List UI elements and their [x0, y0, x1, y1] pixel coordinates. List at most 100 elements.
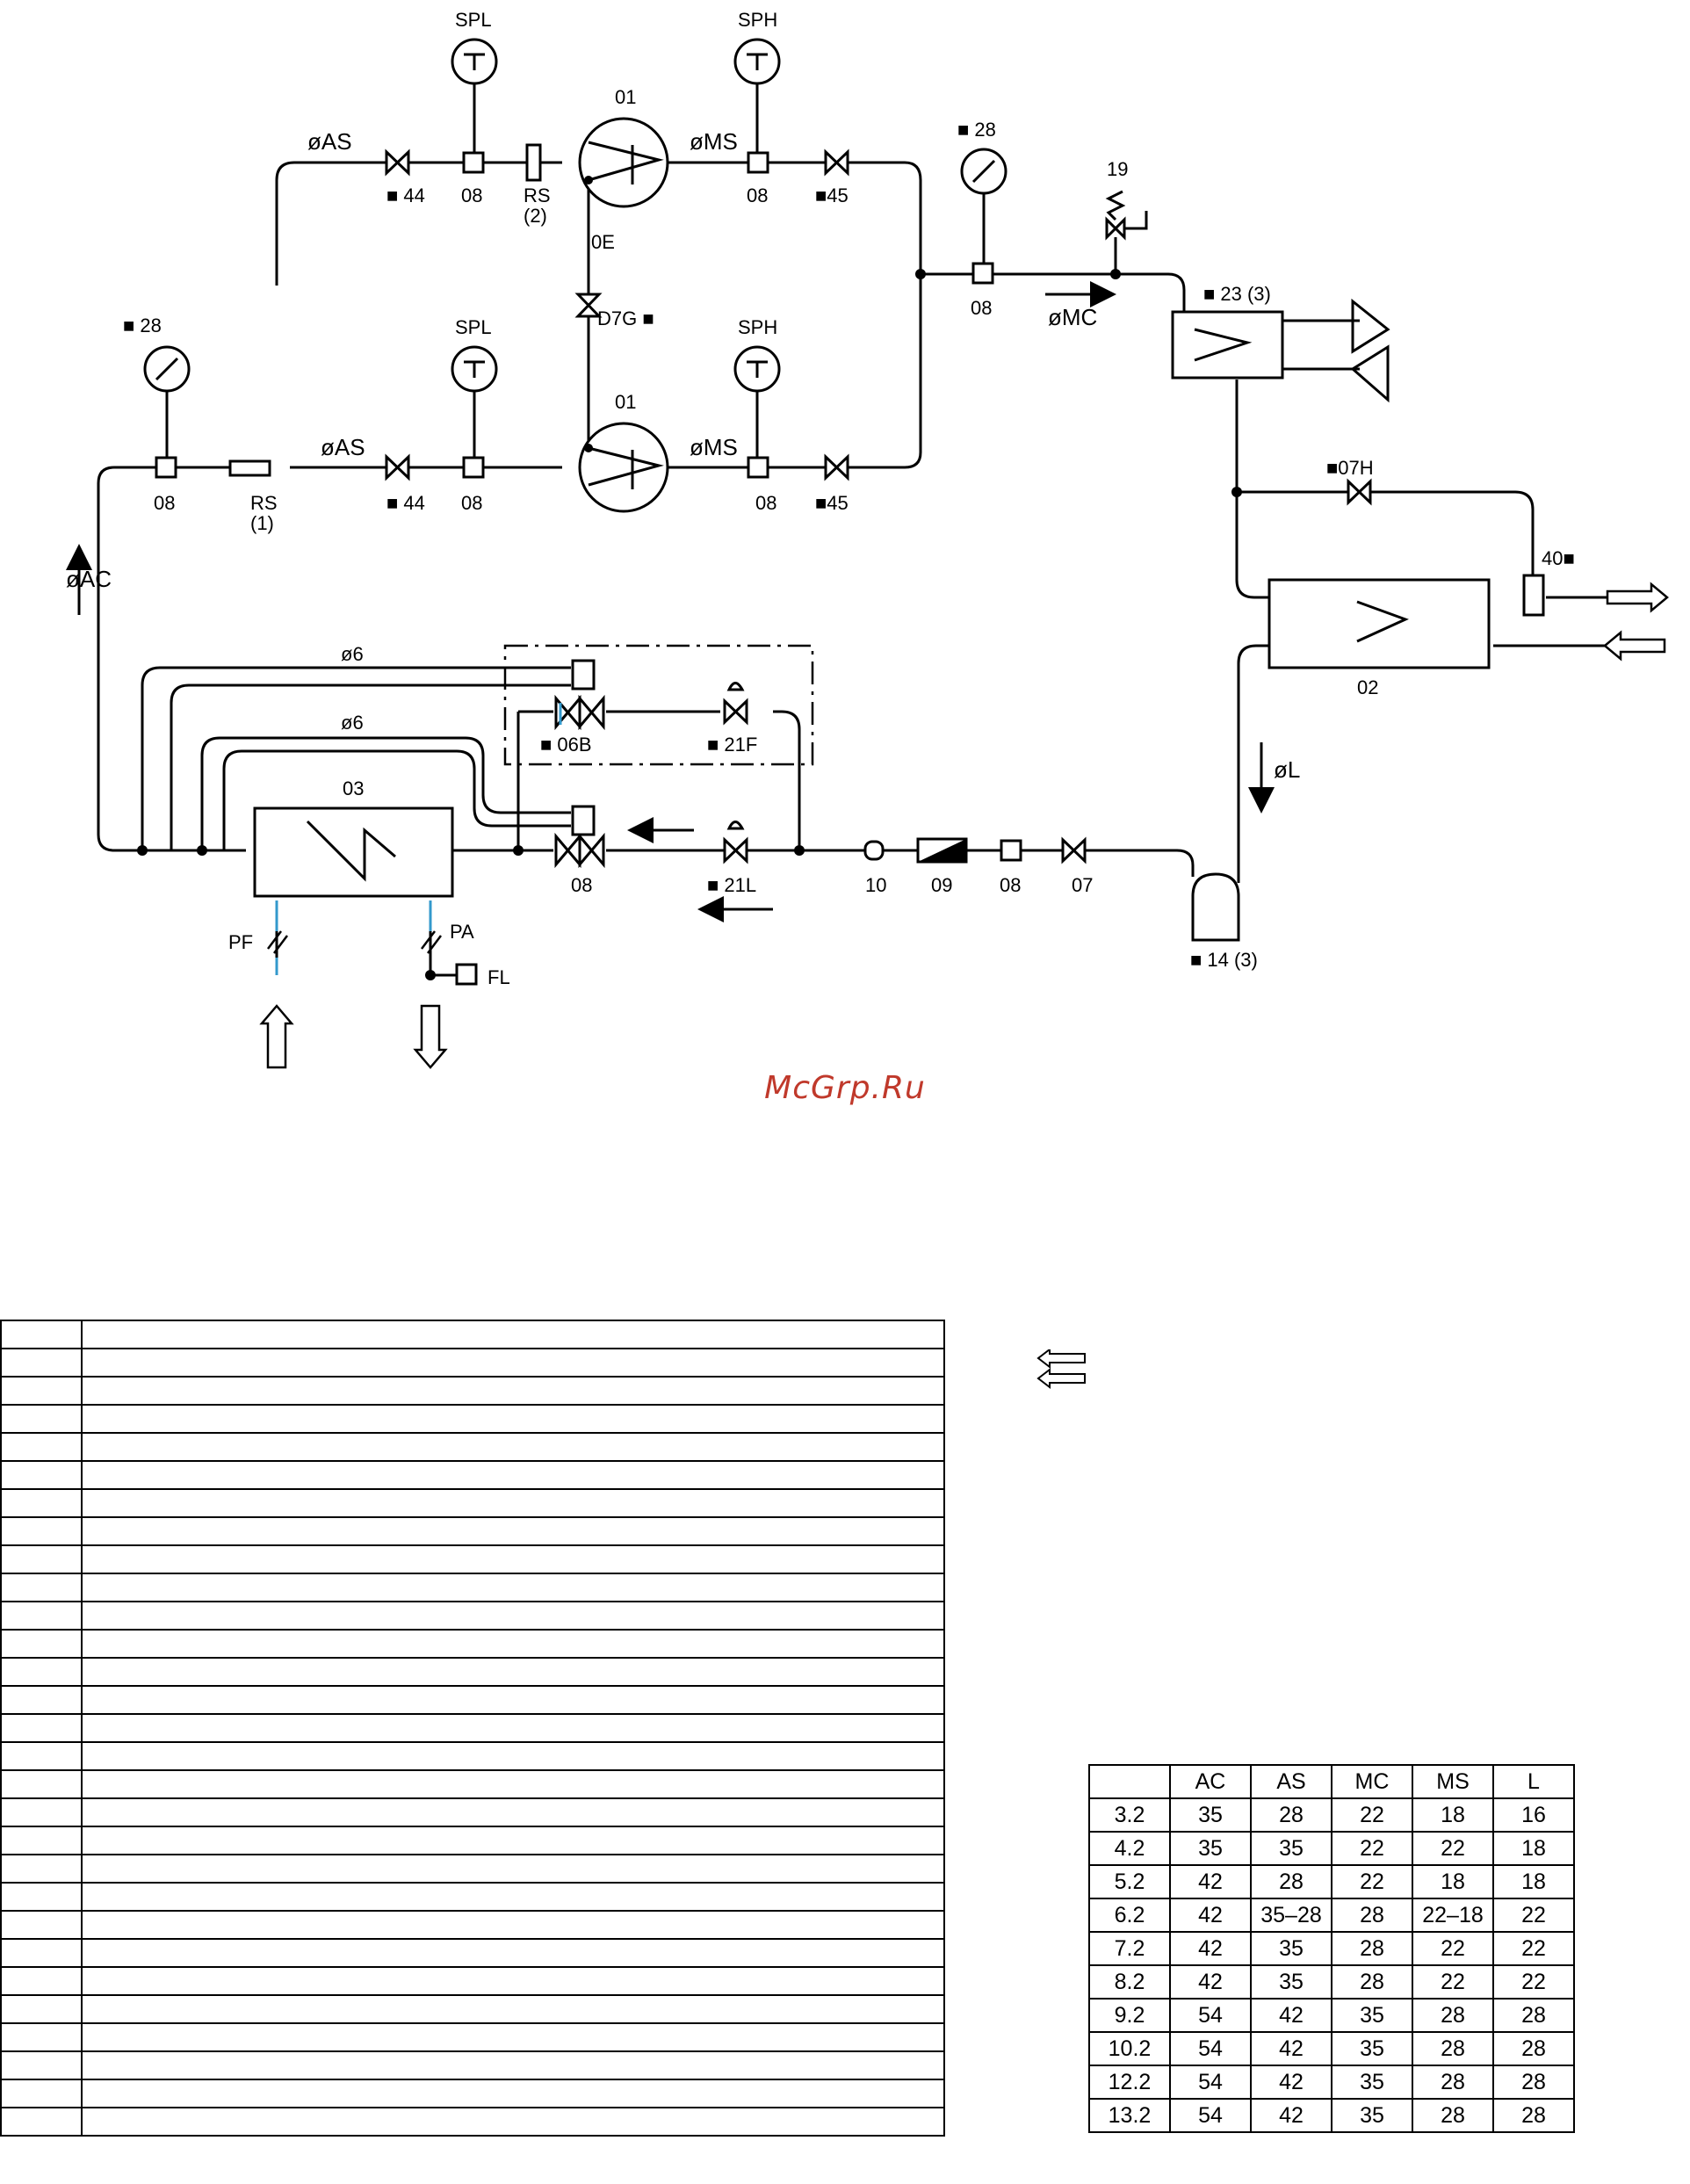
label-g28-left: ■ 28 [123, 315, 162, 336]
label-v44-top: ■ 44 [386, 184, 425, 206]
blank-cell [81, 1488, 945, 1518]
label-v44-bot: ■ 44 [386, 492, 425, 514]
table-row [0, 1938, 945, 1968]
blank-cell [0, 2107, 83, 2137]
blank-cell [81, 1854, 945, 1884]
table-cell: 42 [1169, 1931, 1252, 1966]
label-oms-top: øMS [690, 128, 738, 155]
table-cell: 54 [1169, 2031, 1252, 2066]
blank-cell [0, 1348, 83, 1378]
blank-cell [0, 1769, 83, 1799]
table-cell: 28 [1492, 1998, 1575, 2033]
table-cell: 42 [1169, 1964, 1252, 2000]
label-o6-a: ø6 [341, 643, 364, 665]
rs1 [228, 459, 271, 477]
table-cell: 42 [1169, 1898, 1252, 1933]
column-header: MC [1331, 1764, 1413, 1799]
blank-cell [0, 1685, 83, 1715]
table-cell: 28 [1412, 2065, 1494, 2100]
table-row [0, 1769, 945, 1799]
label-rs2-b: (2) [524, 205, 547, 227]
table-cell: 42 [1250, 2065, 1332, 2100]
blank-cell [81, 1601, 945, 1631]
water-out-arrow-icon [413, 1004, 448, 1069]
blank-cell [81, 2079, 945, 2108]
table-cell: 22 [1492, 1964, 1575, 2000]
blank-cell [81, 1573, 945, 1602]
blank-cell [81, 1320, 945, 1349]
table-cell: 54 [1169, 2098, 1252, 2133]
table-row [0, 1320, 945, 1349]
table-cell: 54 [1169, 1998, 1252, 2033]
table-cell: 54 [1169, 2065, 1252, 2100]
label-d8-f: 08 [755, 492, 776, 514]
valve-d7 [1061, 836, 1087, 864]
blank-cell [0, 1854, 83, 1884]
table-cell: 28 [1492, 2098, 1575, 2133]
label-r19: 19 [1107, 158, 1128, 180]
blank-cell [0, 1629, 83, 1659]
table-cell: 35 [1331, 2098, 1413, 2133]
table-row [0, 1629, 945, 1659]
blank-cell [81, 1516, 945, 1546]
table-cell: 22 [1492, 1898, 1575, 1933]
label-c10: 10 [865, 874, 886, 896]
blank-cell [81, 1404, 945, 1434]
table-cell: 28 [1492, 2031, 1575, 2066]
label-o6-b: ø6 [341, 712, 364, 734]
table-cell: 3.2 [1088, 1797, 1171, 1833]
table-cell: 28 [1331, 1964, 1413, 2000]
table-row [0, 1404, 945, 1434]
table-row [0, 1376, 945, 1406]
port-08 [747, 456, 769, 479]
c40 [1522, 574, 1545, 617]
heat-exchanger-03 [253, 806, 454, 898]
blank-cell [0, 1938, 83, 1968]
port-08 [462, 151, 485, 174]
heat-exchanger-23 [1171, 310, 1284, 380]
label-hx02: 02 [1357, 676, 1378, 698]
table-row [0, 2107, 945, 2137]
valve-07h [1347, 478, 1372, 506]
label-d8-b: 08 [747, 184, 768, 206]
fl-box [455, 963, 478, 986]
label-rs1-b: (1) [250, 512, 274, 534]
label-d8-c: 08 [971, 297, 992, 319]
table-cell: 7.2 [1088, 1931, 1171, 1966]
blank-cell [81, 1797, 945, 1827]
table-cell: 28 [1412, 2098, 1494, 2133]
label-oms-bot: øMS [690, 434, 738, 460]
table-row [0, 1741, 945, 1771]
label-v21f: ■ 21F [707, 734, 757, 756]
table-row [0, 1573, 945, 1602]
table-cell: 9.2 [1088, 1998, 1171, 2033]
table-row [0, 1966, 945, 1996]
label-c07: 07 [1072, 874, 1093, 896]
label-oe: 0E [591, 231, 615, 253]
port-08 [155, 456, 177, 479]
label-d8-e: 08 [461, 492, 482, 514]
return-arrow-icon [1036, 1349, 1086, 1370]
blank-cell [0, 1320, 83, 1349]
label-v21l: ■ 21L [707, 874, 756, 896]
table-cell: 5.2 [1088, 1864, 1171, 1899]
blank-cell [0, 1882, 83, 1912]
water-in-arrow-icon [259, 1004, 294, 1069]
table-cell: 16 [1492, 1797, 1575, 1833]
port-08 [1000, 839, 1022, 862]
table-row [0, 1797, 945, 1827]
refrigerant-circuit-diagram: SPL SPH 01 øAS øMS ■ 44 08 RS (2) 08 ■45… [66, 9, 1669, 1069]
table-cell: 35 [1250, 1931, 1332, 1966]
label-c08: 08 [1000, 874, 1021, 896]
heat-exchanger-02 [1268, 578, 1491, 669]
blank-cell [81, 1348, 945, 1378]
label-v07h: ■07H [1326, 457, 1374, 479]
label-omc: øMC [1048, 304, 1097, 330]
port-08 [462, 456, 485, 479]
label-pf: PF [228, 931, 253, 953]
blank-cell [0, 1601, 83, 1631]
label-ol: øL [1274, 756, 1300, 783]
